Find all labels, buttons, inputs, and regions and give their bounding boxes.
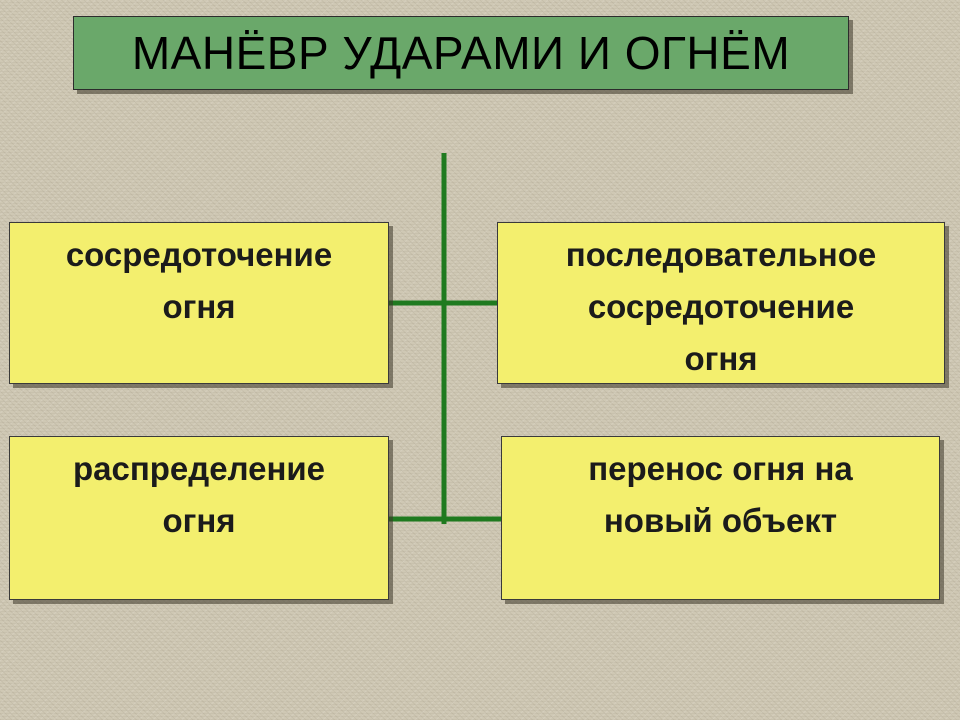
node-fire-distribution: распределение огня — [9, 436, 389, 600]
node-fire-concentration: сосредоточение огня — [9, 222, 389, 384]
node-label: перенос огня на новый объект — [588, 450, 853, 539]
node-sequential-fire-concentration: последовательное сосредоточение огня — [497, 222, 945, 384]
title-box: МАНЁВР УДАРАМИ И ОГНЁМ — [73, 16, 849, 90]
node-label: последовательное сосредоточение огня — [565, 236, 877, 377]
slide-title: МАНЁВР УДАРАМИ И ОГНЁМ — [131, 27, 791, 79]
node-label: распределение огня — [72, 450, 326, 539]
node-label: сосредоточение огня — [65, 236, 333, 325]
node-fire-transfer: перенос огня на новый объект — [501, 436, 940, 600]
